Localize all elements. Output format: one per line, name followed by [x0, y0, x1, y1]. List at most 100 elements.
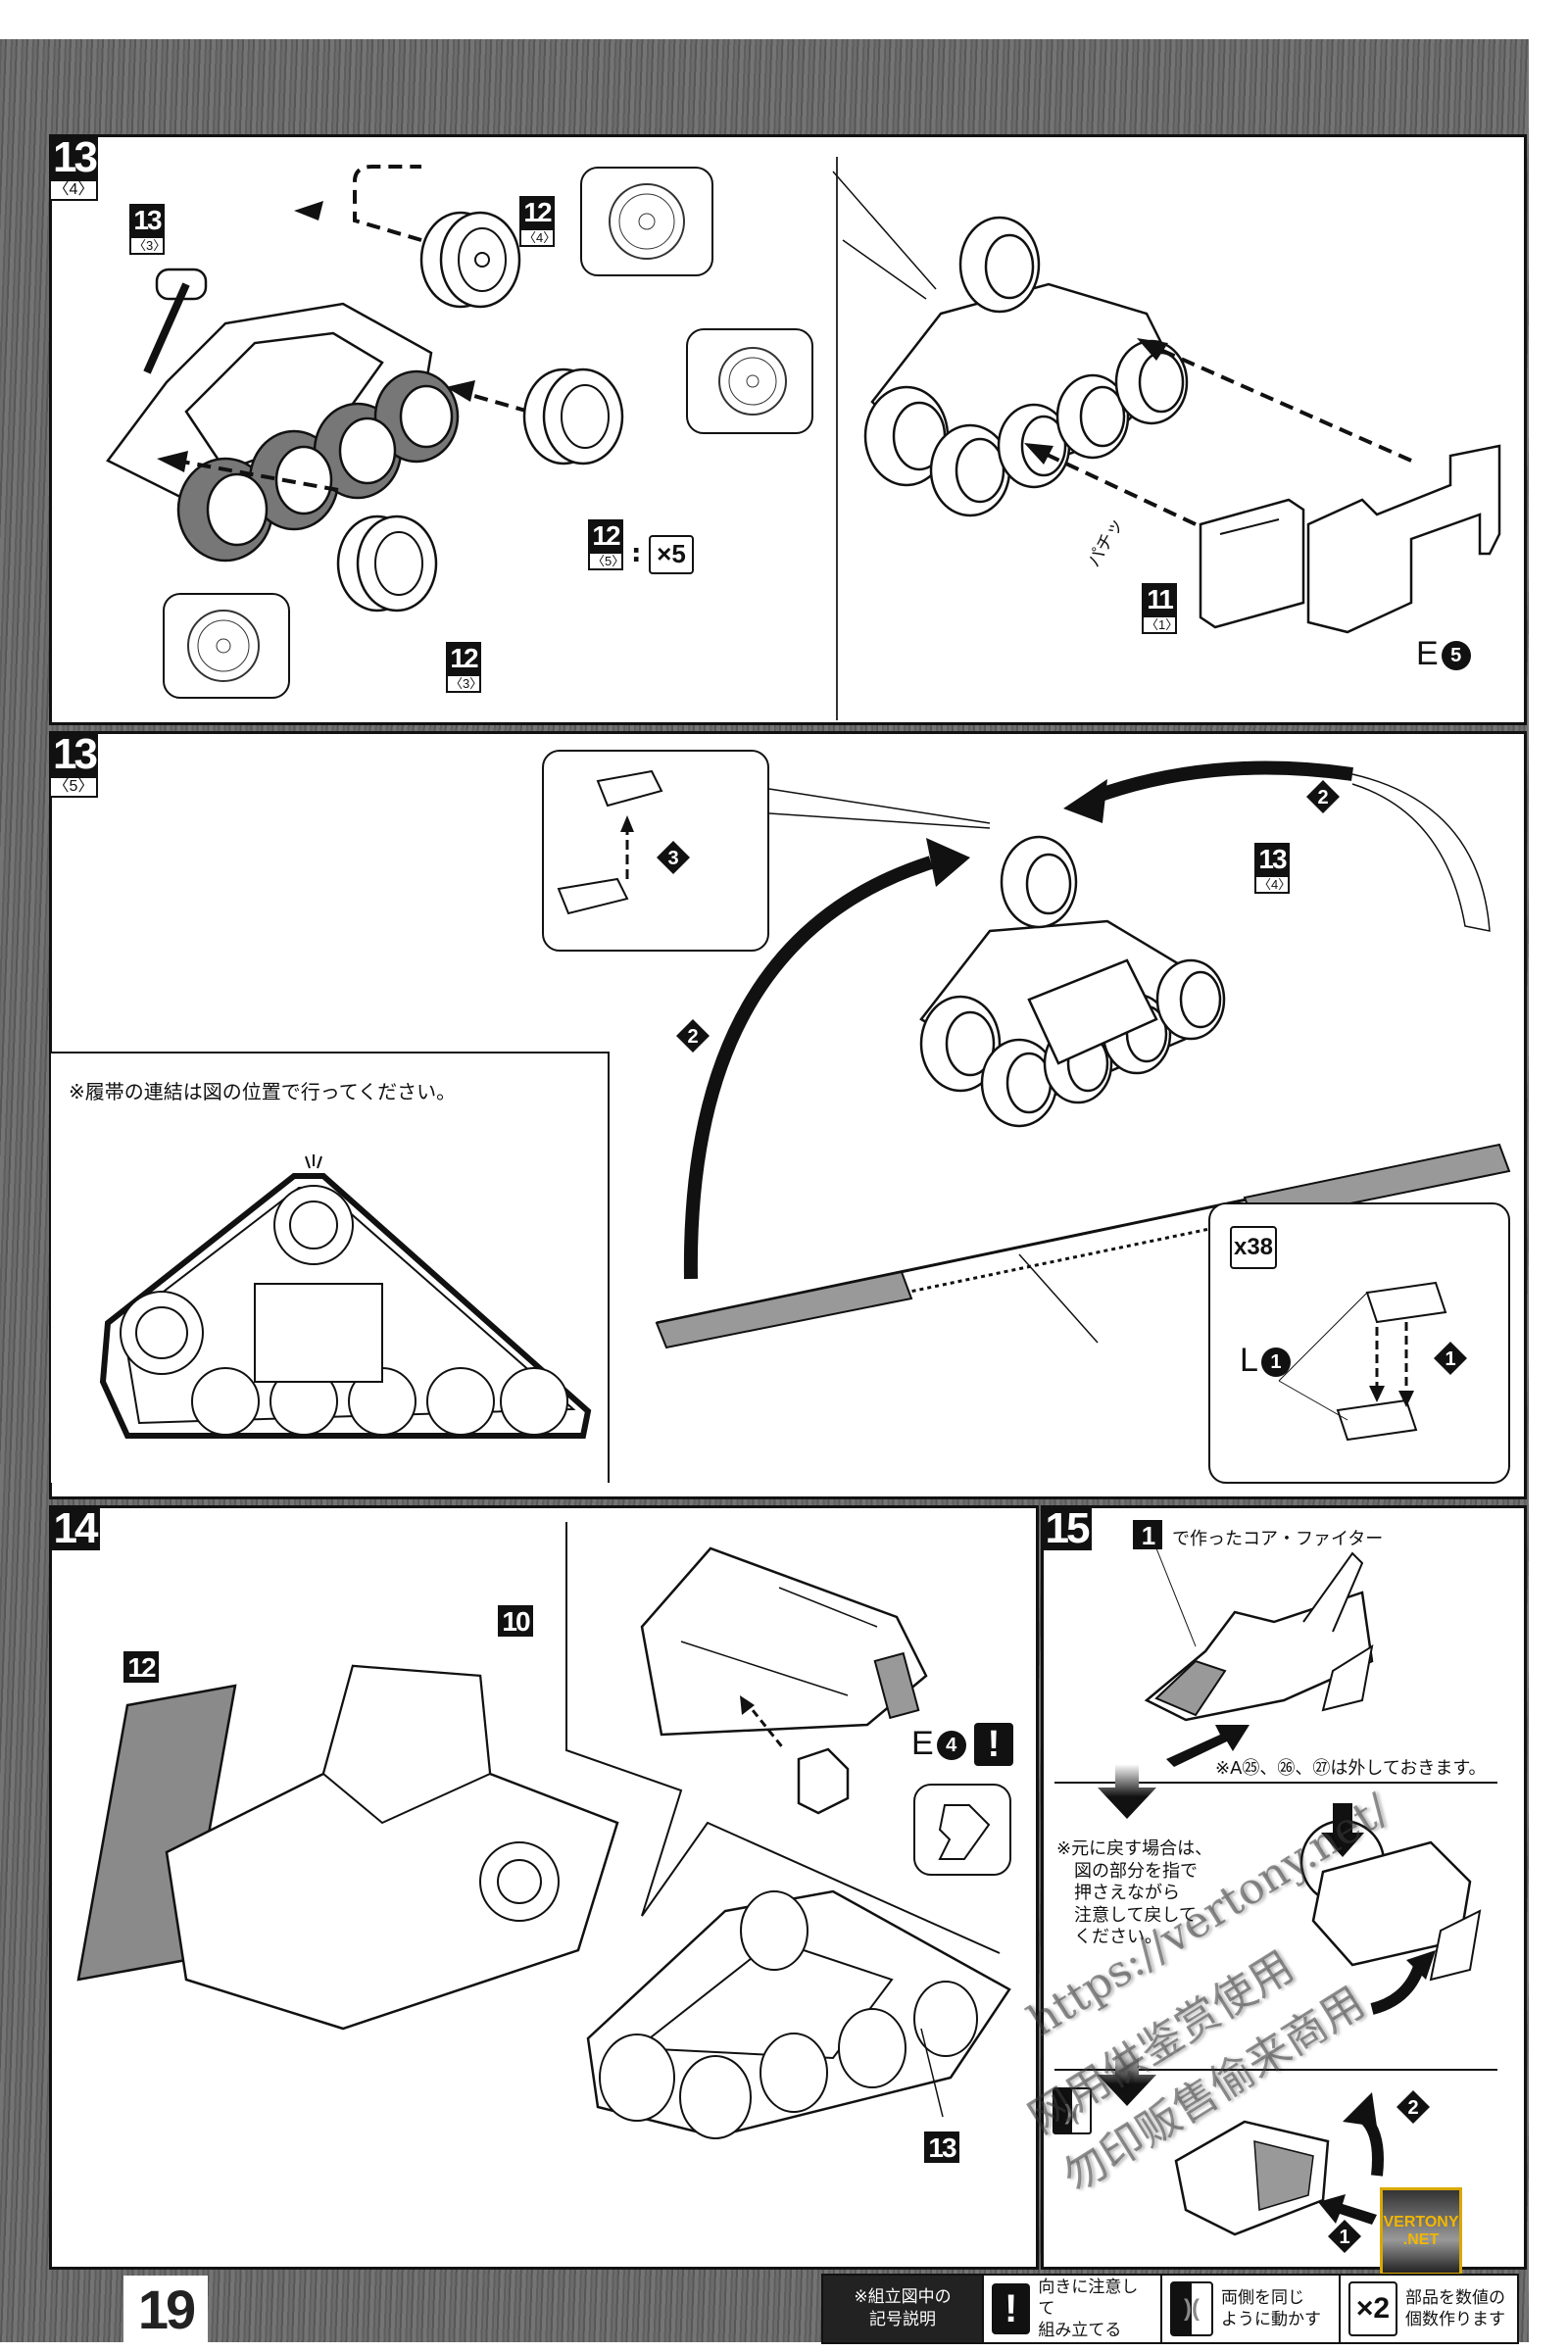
step-13-4-dashed-guides	[157, 165, 530, 492]
push-arrow	[1318, 2194, 1377, 2225]
legend-label: 組み立てる	[1038, 2321, 1122, 2341]
caution-icon: !	[974, 1723, 1013, 1766]
wheel-face-icon	[718, 347, 787, 416]
step-number: 15	[1045, 1504, 1091, 1552]
step-number: 14	[53, 1504, 99, 1552]
wheel-face-callout-12-3	[163, 593, 290, 699]
svg-text:1: 1	[1445, 1348, 1455, 1370]
label-1: 1	[1133, 1520, 1162, 1549]
wheel-12-3	[336, 514, 438, 612]
wheel-face-callout-12-4	[580, 167, 713, 276]
move-both-sides-icon: )(	[1053, 2087, 1092, 2134]
label-10: 10	[498, 1605, 533, 1637]
svg-text:2: 2	[687, 1026, 698, 1048]
cover-hinge-illustration	[640, 1546, 928, 1737]
legend-heading-line: 記号説明	[869, 2310, 936, 2329]
track-belt-illustration	[655, 1143, 1511, 1349]
symbol-legend: ※組立図中の記号説明 ! 向きに注意して組み立てる )( 両側を同じように動かす…	[821, 2274, 1519, 2344]
track-link-pair-illustration	[557, 769, 663, 915]
track-link-callout	[542, 750, 769, 952]
legend-heading-line: ※組立図中の	[854, 2287, 952, 2308]
track-connection-note: ※履帯の連結は図の位置で行ってください。	[69, 1080, 457, 1103]
svg-text:2: 2	[1407, 2097, 1418, 2119]
legend-item-move-both-sides: )( 両側を同じように動かす	[1160, 2276, 1339, 2342]
label-13-3: 13 〈3〉	[129, 204, 166, 255]
step-1-diamond-icon: 1	[1328, 2220, 1361, 2253]
restore-note-line: 図の部分を指で	[1074, 1860, 1198, 1882]
folded-fighter-illustration	[1174, 2120, 1330, 2236]
step-substep: 〈4〉	[49, 179, 98, 201]
chassis-flipped-illustration	[919, 835, 1226, 1128]
step-2-diamond-icon: 2	[1396, 2090, 1430, 2124]
label-13: 13	[924, 2132, 959, 2163]
svg-text:2: 2	[1317, 787, 1328, 808]
restore-note-line: ください。	[1074, 1927, 1162, 1947]
label-12-5: 12 〈5〉	[588, 519, 624, 570]
step-1-diamond-icon: 1	[1434, 1342, 1467, 1375]
clip-profile-icon	[938, 1804, 991, 1860]
chassis-with-covers-illustration	[863, 216, 1189, 517]
step-15-divider-2	[1054, 2069, 1497, 2071]
legend-label: 部品を数値の	[1405, 2287, 1505, 2308]
legend-label: 向きに注意して	[1038, 2277, 1139, 2319]
legend-heading: ※組立図中の記号説明	[823, 2276, 982, 2342]
page-number: 19	[123, 2276, 208, 2344]
restore-note: ※元に戻す場合は、 図の部分を指で 押さえながら 注意して戻して ください。	[1056, 1838, 1212, 1949]
core-fighter-fold-illustration	[1299, 1803, 1482, 2015]
next-step-arrow-icon	[1098, 2051, 1156, 2106]
clip-orientation-callout	[913, 1784, 1011, 1876]
restore-note-line: 押さえながら	[1074, 1883, 1180, 1903]
legend-item-caution: ! 向きに注意して組み立てる	[982, 2276, 1160, 2342]
step-2-diamond-icon: 2	[676, 1019, 710, 1053]
link-pair-illustration	[1278, 1281, 1447, 1442]
flip-arrows	[683, 760, 1491, 1280]
restore-note-line: ※元に戻す場合は、	[1056, 1838, 1213, 1859]
move-both-sides-icon: )(	[1170, 2281, 1213, 2336]
base-assembly-illustration	[76, 1664, 619, 2031]
logo-line-1: VERTONY	[1383, 2214, 1459, 2231]
tracked-base-illustration	[586, 1889, 1011, 2139]
insert-arrow	[1166, 1725, 1250, 1767]
cover-part-e5	[1306, 444, 1501, 634]
step-14-badge: 14	[49, 1505, 100, 1550]
legend-label: 個数作ります	[1405, 2310, 1505, 2329]
cover-part-11	[1199, 498, 1305, 629]
wheel-face-icon	[609, 183, 685, 260]
logo-line-2: .NET	[1402, 2231, 1440, 2248]
wheel-face-callout-12-5	[686, 328, 813, 434]
legend-label: ように動かす	[1221, 2310, 1321, 2329]
vertony-logo: VERTONY .NET	[1380, 2187, 1462, 2276]
wheel-12-4	[419, 211, 521, 309]
core-fighter-caption: で作ったコア・ファイター	[1172, 1529, 1384, 1549]
multiplier-x5: ×5	[649, 535, 694, 574]
next-step-arrow-icon	[1098, 1764, 1156, 1819]
step-15-divider-1	[1054, 1782, 1497, 1784]
remove-parts-note: ※A㉕、㉖、㉗は外しておきます。	[1215, 1758, 1487, 1779]
step-3-diamond-icon: 3	[657, 841, 690, 874]
label-12-4: 12 〈4〉	[519, 196, 556, 247]
track-side-view-illustration	[99, 1154, 592, 1439]
multiply-icon: ×2	[1348, 2281, 1397, 2336]
label-12: 12	[123, 1651, 159, 1683]
wheel-face-icon	[187, 610, 260, 682]
caution-icon: !	[992, 2283, 1031, 2334]
label-13-4: 13 〈4〉	[1254, 843, 1291, 894]
multiplier-x38: x38	[1230, 1226, 1277, 1269]
step-2-diamond-icon: 2	[1306, 780, 1340, 813]
legend-item-multiply: ×2 部品を数値の個数作ります	[1339, 2276, 1517, 2342]
step-13-4-right-dashed-guides	[832, 171, 1412, 526]
step-substep: 〈5〉	[49, 776, 98, 798]
label-separator: :	[631, 539, 642, 568]
label-11-1: 11 〈1〉	[1142, 583, 1178, 634]
step-number: 13	[53, 730, 98, 778]
label-12-3: 12 〈3〉	[446, 642, 482, 693]
wheel-12-5	[522, 368, 624, 466]
svg-text:1: 1	[1339, 2227, 1349, 2248]
legend-label: 両側を同じ	[1221, 2287, 1304, 2308]
core-fighter-illustration	[1144, 1547, 1374, 1722]
step-number: 13	[53, 133, 98, 181]
restore-note-line: 注意して戻して	[1074, 1904, 1197, 1926]
